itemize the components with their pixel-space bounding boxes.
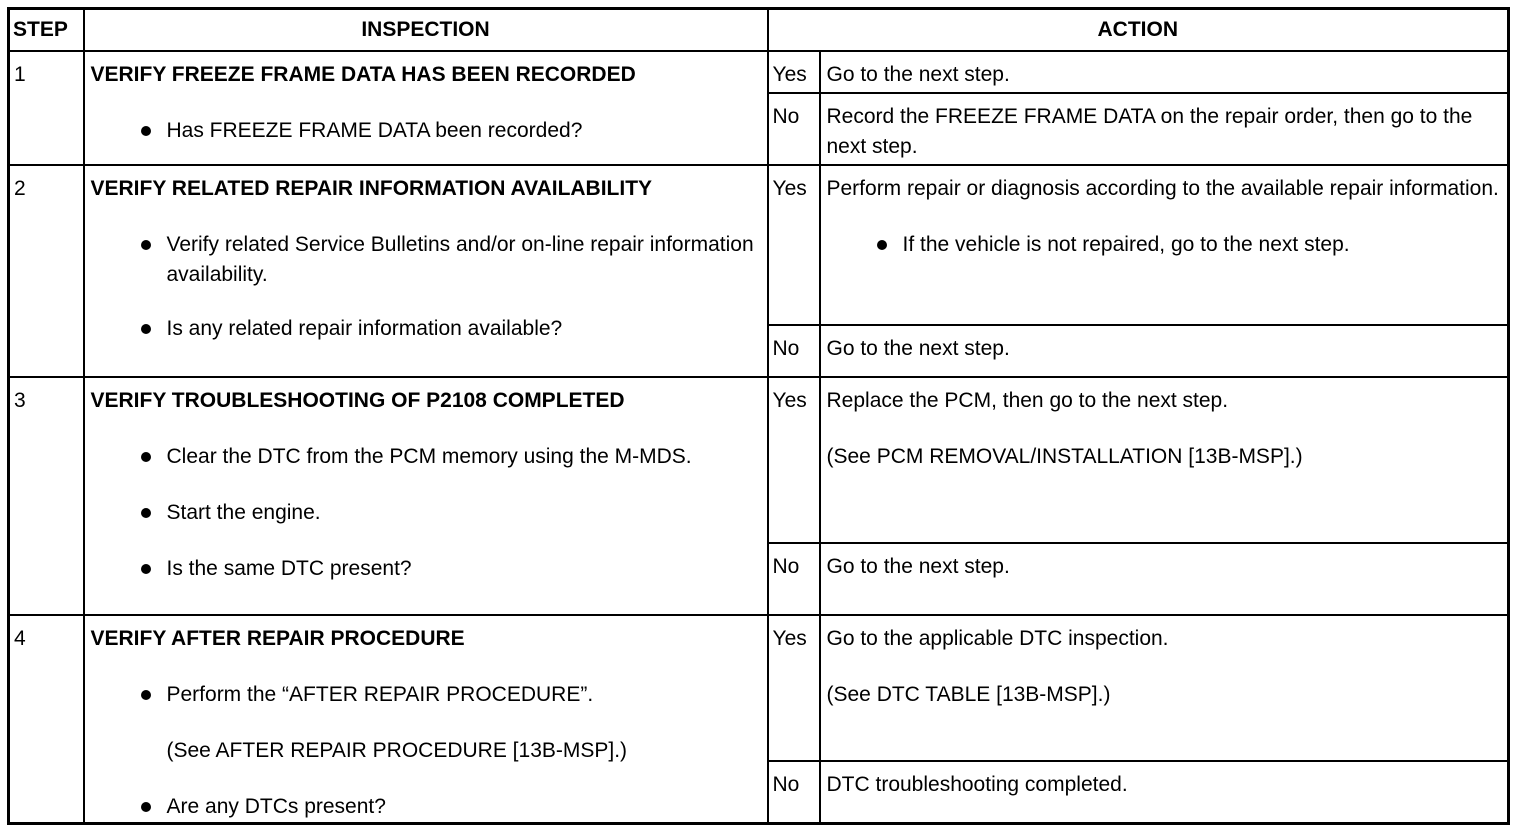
inspection-bullet: Clear the DTC from the PCM memory using …: [91, 442, 761, 472]
inspection-cell: VERIFY AFTER REPAIR PROCEDURE Perform th…: [82, 614, 769, 825]
yes-label: Yes: [766, 614, 821, 762]
no-label: No: [766, 542, 821, 616]
header-inspection: INSPECTION: [82, 7, 769, 52]
no-label: No: [766, 324, 821, 378]
yes-label: Yes: [766, 164, 821, 326]
inspection-bullet: Start the engine.: [91, 498, 761, 528]
yes-action-cell: Go to the applicable DTC inspection. (Se…: [818, 614, 1510, 762]
inspection-bullet: Are any DTCs present?: [91, 792, 761, 821]
table-row: 2 VERIFY RELATED REPAIR INFORMATION AVAI…: [7, 164, 1510, 378]
table-header-row: STEP INSPECTION ACTION: [7, 7, 1510, 52]
step-number: 3: [7, 376, 85, 616]
no-action: Go to the next step.: [818, 542, 1510, 616]
no-action: Go to the next step.: [818, 324, 1510, 378]
no-action: DTC troubleshooting completed.: [818, 759, 1510, 825]
table-row: 4 VERIFY AFTER REPAIR PROCEDURE Perform …: [7, 614, 1510, 825]
inspection-bullet: Is the same DTC present?: [91, 554, 761, 584]
yes-action: Perform repair or diagnosis according to…: [826, 177, 1499, 200]
step-number: 2: [7, 164, 85, 378]
inspection-cell: VERIFY RELATED REPAIR INFORMATION AVAILA…: [82, 164, 769, 378]
no-action: Record the FREEZE FRAME DATA on the repa…: [818, 92, 1510, 166]
diagnostic-procedure-table: STEP INSPECTION ACTION 1 VERIFY FREEZE F…: [7, 7, 1510, 825]
no-label: No: [766, 759, 821, 825]
inspection-title: VERIFY AFTER REPAIR PROCEDURE: [90, 627, 465, 650]
header-action: ACTION: [766, 7, 1510, 52]
yes-action: Go to the next step.: [818, 50, 1510, 94]
table-row: 3 VERIFY TROUBLESHOOTING OF P2108 COMPLE…: [7, 376, 1510, 616]
yes-label: Yes: [766, 376, 821, 544]
yes-label: Yes: [766, 50, 821, 94]
inspection-note: (See AFTER REPAIR PROCEDURE [13B-MSP].): [166, 739, 628, 762]
inspection-title: VERIFY TROUBLESHOOTING OF P2108 COMPLETE…: [90, 389, 625, 412]
table-row: No Go to the next step.: [9, 324, 1510, 378]
table-row: No DTC troubleshooting completed.: [9, 759, 1510, 825]
header-step: STEP: [7, 7, 85, 52]
inspection-title: VERIFY RELATED REPAIR INFORMATION AVAILA…: [90, 177, 653, 200]
table-row: 1 VERIFY FREEZE FRAME DATA HAS BEEN RECO…: [7, 50, 1510, 166]
table-row: No Go to the next step.: [9, 542, 1510, 616]
inspection-bullet: Verify related Service Bulletins and/or …: [91, 230, 761, 290]
no-label: No: [766, 92, 821, 166]
step-number: 4: [7, 614, 85, 825]
inspection-bullet: Perform the “AFTER REPAIR PROCEDURE”.: [91, 680, 761, 710]
yes-action-reference: (See PCM REMOVAL/INSTALLATION [13B-MSP].…: [826, 445, 1303, 468]
inspection-title: VERIFY FREEZE FRAME DATA HAS BEEN RECORD…: [90, 63, 636, 86]
inspection-cell: VERIFY TROUBLESHOOTING OF P2108 COMPLETE…: [82, 376, 769, 616]
step-number: 1: [7, 50, 85, 166]
yes-action: Go to the applicable DTC inspection.: [826, 627, 1169, 650]
yes-action-cell: Perform repair or diagnosis according to…: [818, 164, 1510, 326]
yes-action-reference: (See DTC TABLE [13B-MSP].): [826, 683, 1111, 706]
yes-action-cell: Replace the PCM, then go to the next ste…: [818, 376, 1510, 544]
yes-action-bullet: If the vehicle is not repaired, go to th…: [827, 230, 1500, 260]
yes-action: Replace the PCM, then go to the next ste…: [826, 389, 1229, 412]
inspection-cell: VERIFY FREEZE FRAME DATA HAS BEEN RECORD…: [82, 50, 769, 166]
inspection-bullet: Has FREEZE FRAME DATA been recorded?: [91, 116, 761, 146]
inspection-bullet: Is any related repair information availa…: [91, 314, 761, 344]
table-row: No Record the FREEZE FRAME DATA on the r…: [9, 92, 1510, 166]
